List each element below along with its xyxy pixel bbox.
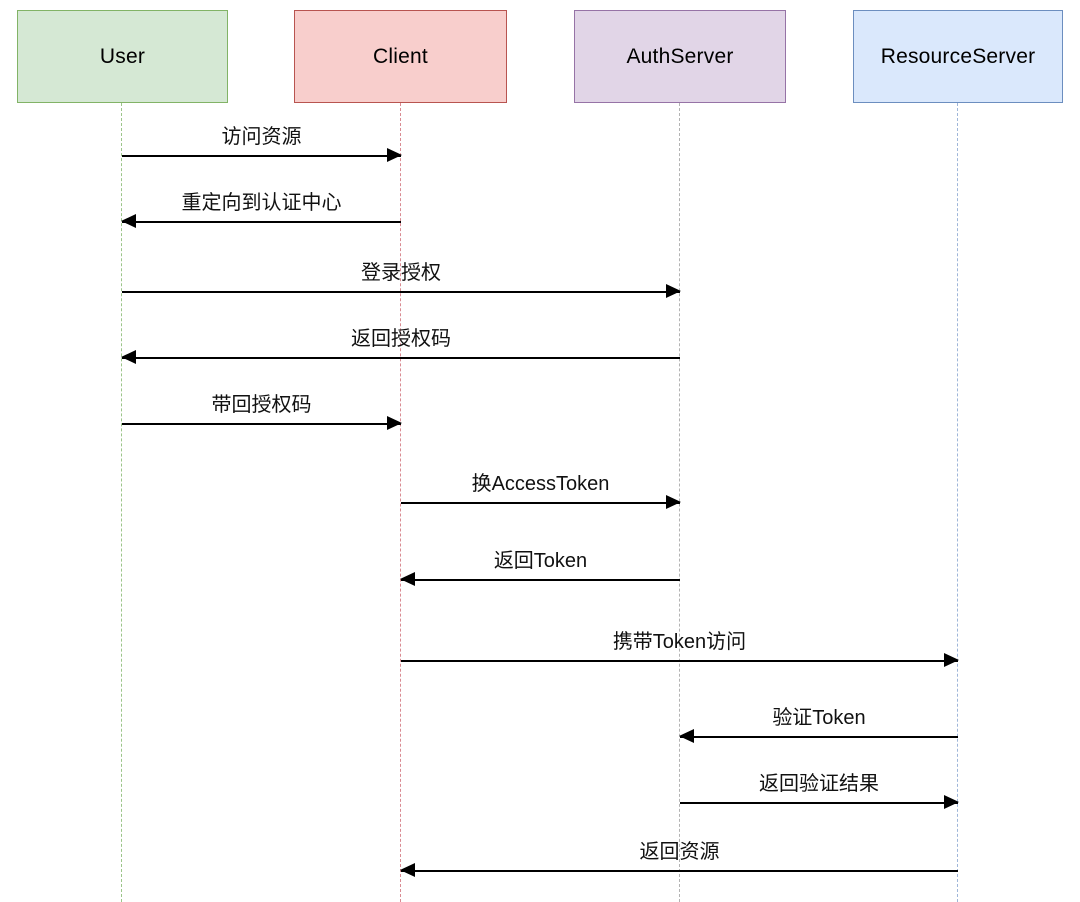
message-line-11 xyxy=(401,870,958,872)
arrowhead-right-icon xyxy=(387,148,402,162)
arrowhead-right-icon xyxy=(944,795,959,809)
actor-label-resourceserver: ResourceServer xyxy=(880,44,1036,68)
message-line-2 xyxy=(122,221,401,223)
arrowhead-left-icon xyxy=(679,729,694,743)
message-label-3: 登录授权 xyxy=(361,262,441,284)
message-line-5 xyxy=(122,423,401,425)
actor-box-authserver[interactable]: AuthServer xyxy=(574,10,786,103)
actor-label-user: User xyxy=(99,44,146,68)
message-label-7: 返回Token xyxy=(493,550,588,572)
message-label-4: 返回授权码 xyxy=(351,328,451,350)
actor-box-client[interactable]: Client xyxy=(294,10,507,103)
lifeline-resourceserver xyxy=(957,103,958,902)
message-line-1 xyxy=(122,155,401,157)
actor-box-resourceserver[interactable]: ResourceServer xyxy=(853,10,1063,103)
message-line-3 xyxy=(122,291,680,293)
arrowhead-right-icon xyxy=(666,495,681,509)
message-line-7 xyxy=(401,579,680,581)
lifeline-client xyxy=(400,103,401,902)
message-line-10 xyxy=(680,802,958,804)
arrowhead-right-icon xyxy=(387,416,402,430)
arrowhead-left-icon xyxy=(121,214,136,228)
message-label-2: 重定向到认证中心 xyxy=(181,192,342,214)
message-line-9 xyxy=(680,736,958,738)
message-label-8: 携带Token访问 xyxy=(612,631,747,653)
message-line-4 xyxy=(122,357,680,359)
arrowhead-right-icon xyxy=(666,284,681,298)
actor-label-client: Client xyxy=(373,44,428,68)
message-label-11: 返回资源 xyxy=(639,841,720,863)
arrowhead-left-icon xyxy=(400,572,415,586)
message-label-10: 返回验证结果 xyxy=(759,773,879,795)
actor-label-authserver: AuthServer xyxy=(626,44,734,68)
message-label-5: 带回授权码 xyxy=(211,394,312,416)
message-label-9: 验证Token xyxy=(772,707,866,729)
message-label-1: 访问资源 xyxy=(221,126,302,148)
message-line-6 xyxy=(401,502,680,504)
arrowhead-left-icon xyxy=(400,863,415,877)
message-line-8 xyxy=(401,660,958,662)
arrowhead-left-icon xyxy=(121,350,136,364)
message-label-6: 换AccessToken xyxy=(471,473,610,495)
actor-box-user[interactable]: User xyxy=(17,10,228,103)
lifeline-user xyxy=(121,103,122,902)
arrowhead-right-icon xyxy=(944,653,959,667)
